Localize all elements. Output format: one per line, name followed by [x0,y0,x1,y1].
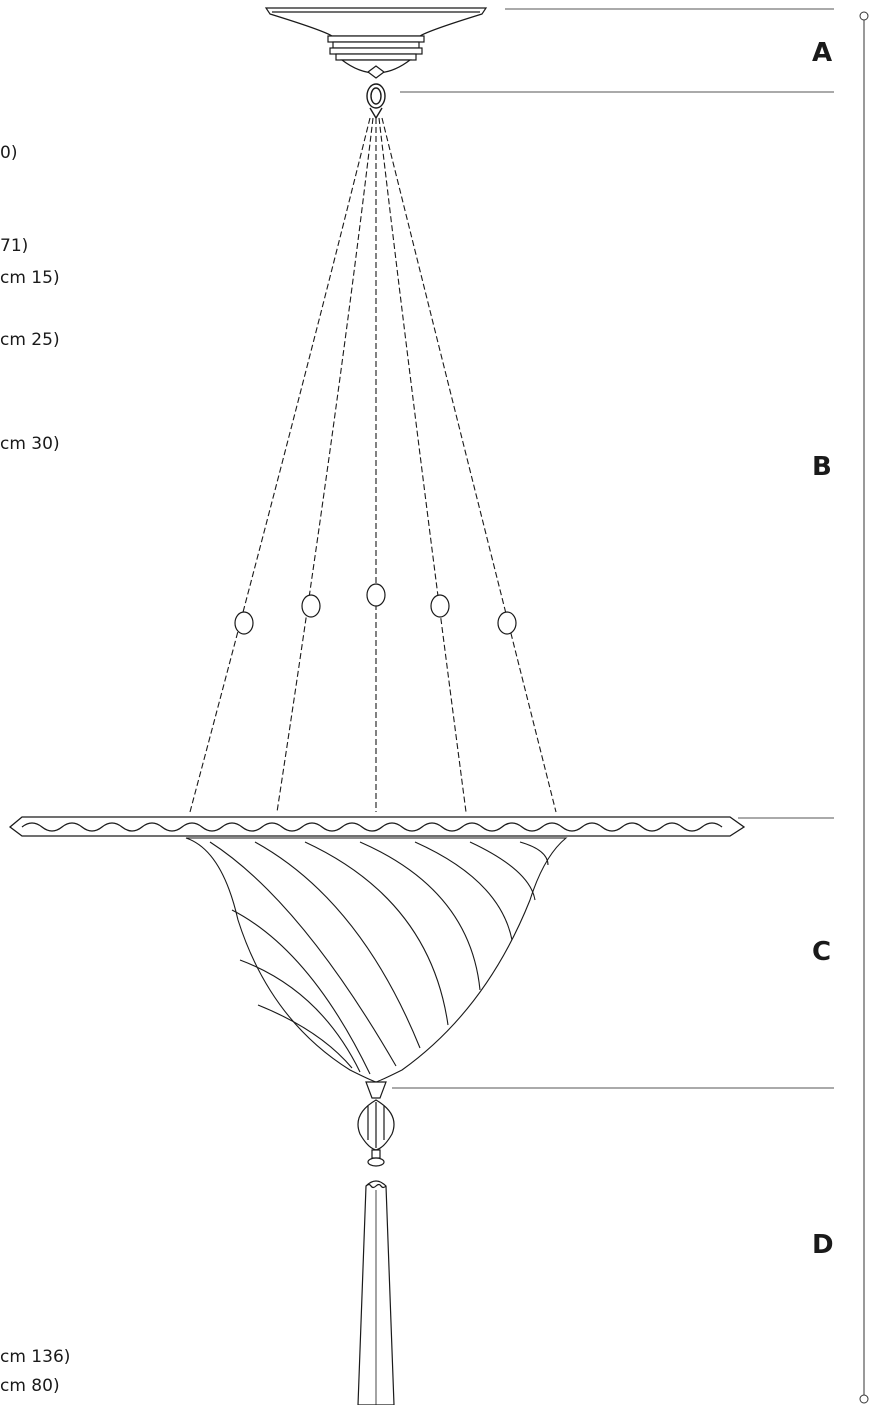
dimension-text-5: cm 30) [0,434,60,454]
dimension-text-2: 71) [0,236,29,256]
dimension-line [859,11,869,1404]
dimension-text-4: cm 25) [0,330,60,350]
chain-beads [234,583,517,635]
dimension-text-1: 0) [0,143,18,163]
section-label-c: C [812,937,832,967]
dimension-text-6: cm 136) [0,1347,71,1367]
ceiling-canopy [264,7,488,79]
hook-ring [366,83,386,120]
dimension-text-7: cm 80) [0,1376,60,1396]
lamp-bowl [185,837,568,1083]
dimension-text-3: cm 15) [0,268,60,288]
section-label-d: D [812,1230,834,1260]
lamp-finial [357,1081,395,1405]
section-label-b: B [812,452,832,482]
lamp-brim [8,816,746,837]
section-label-a: A [812,38,833,68]
section-guides [392,8,834,1089]
chains [189,117,557,813]
